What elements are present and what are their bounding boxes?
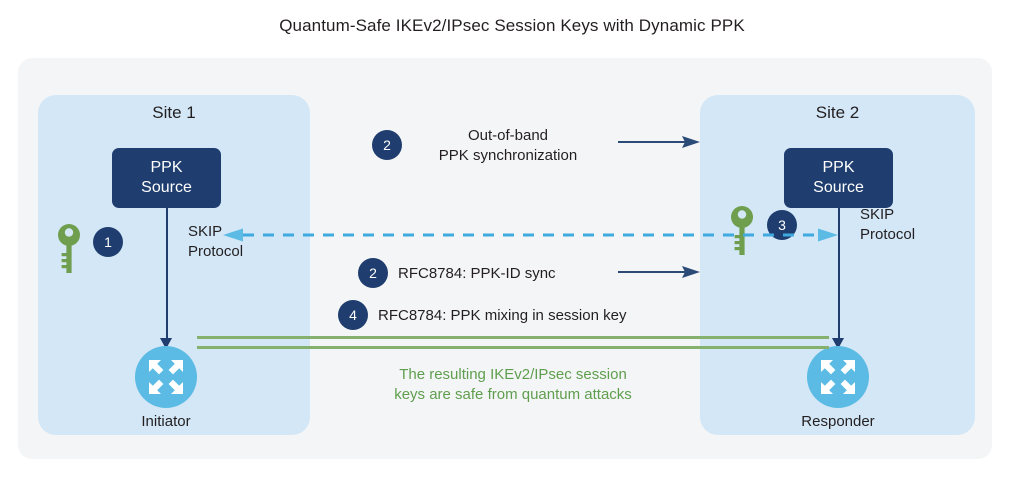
skip-protocol-line1-right: SKIP xyxy=(860,206,895,223)
skip-protocol-line2: Protocol xyxy=(188,242,244,260)
site-panel-left: Site 1 PPK Source 1 SKIP Protocol xyxy=(38,95,310,435)
page-title: Quantum-Safe IKEv2/IPsec Session Keys wi… xyxy=(279,16,745,35)
key-icon-left xyxy=(55,223,83,280)
skip-connector-arrowhead-left xyxy=(160,338,172,349)
diagram-canvas: Site 1 PPK Source 1 SKIP Protocol xyxy=(18,58,992,459)
ppk-source-label-line2-right: Source xyxy=(813,179,864,196)
ppk-source-box-right: PPK Source xyxy=(784,148,893,208)
skip-protocol-line1: SKIP xyxy=(188,223,223,240)
site-right-title: Site 2 xyxy=(815,103,860,122)
step-badge-2-oob: 2 xyxy=(372,130,402,160)
skip-connector-right xyxy=(838,208,840,340)
oob-right-arrow-icon xyxy=(618,136,700,148)
responder-node[interactable] xyxy=(807,346,869,408)
ppkid-sync-label: RFC8784: PPK-ID sync xyxy=(398,265,556,282)
skip-protocol-label-right: SKIP Protocol xyxy=(860,205,915,244)
ppk-source-label-line1: PPK xyxy=(150,159,183,177)
quantum-safe-note-line1: The resulting IKEv2/IPsec session xyxy=(399,366,627,383)
ppk-source-label-line1-right: PPK xyxy=(822,159,855,177)
initiator-node[interactable] xyxy=(135,346,197,408)
session-key-line-bottom xyxy=(197,346,829,349)
ppk-mixing-label: RFC8784: PPK mixing in session key xyxy=(378,307,627,324)
skip-connector-left xyxy=(166,208,168,340)
ppk-source-box-left: PPK Source xyxy=(112,148,221,208)
initiator-label: Initiator xyxy=(141,413,191,430)
site-left-title: Site 1 xyxy=(152,103,196,122)
session-key-line-top xyxy=(197,336,829,339)
key-icon-right xyxy=(728,205,756,262)
vpn-node-icon xyxy=(821,360,855,394)
vpn-node-icon xyxy=(149,360,183,394)
skip-connector-arrowhead-right xyxy=(832,338,844,349)
responder-label: Responder xyxy=(801,413,875,430)
quantum-safe-note: The resulting IKEv2/IPsec session keys a… xyxy=(333,365,693,406)
right-arrowhead-icon xyxy=(818,228,838,242)
ppkid-right-arrow-icon xyxy=(618,266,700,278)
step-badge-4-mixing: 4 xyxy=(338,300,368,330)
oob-label-line1: Out-of-band xyxy=(467,127,549,144)
ppk-source-label-line2: Source xyxy=(141,179,192,196)
skip-protocol-label-left: SKIP Protocol xyxy=(188,222,243,261)
skip-protocol-line2-right: Protocol xyxy=(860,225,916,243)
site-panel-right: Site 2 PPK Source 3 SKIP Protocol xyxy=(700,95,975,435)
step-badge-1: 1 xyxy=(93,227,123,257)
left-arrowhead-icon xyxy=(223,228,243,242)
oob-label-line2: PPK synchronization xyxy=(438,146,578,164)
step-badge-2-ppkid: 2 xyxy=(358,258,388,288)
quantum-safe-note-line2: keys are safe from quantum attacks xyxy=(394,386,632,404)
oob-dashed-link xyxy=(223,228,838,242)
oob-label: Out-of-band PPK synchronization xyxy=(408,126,608,165)
